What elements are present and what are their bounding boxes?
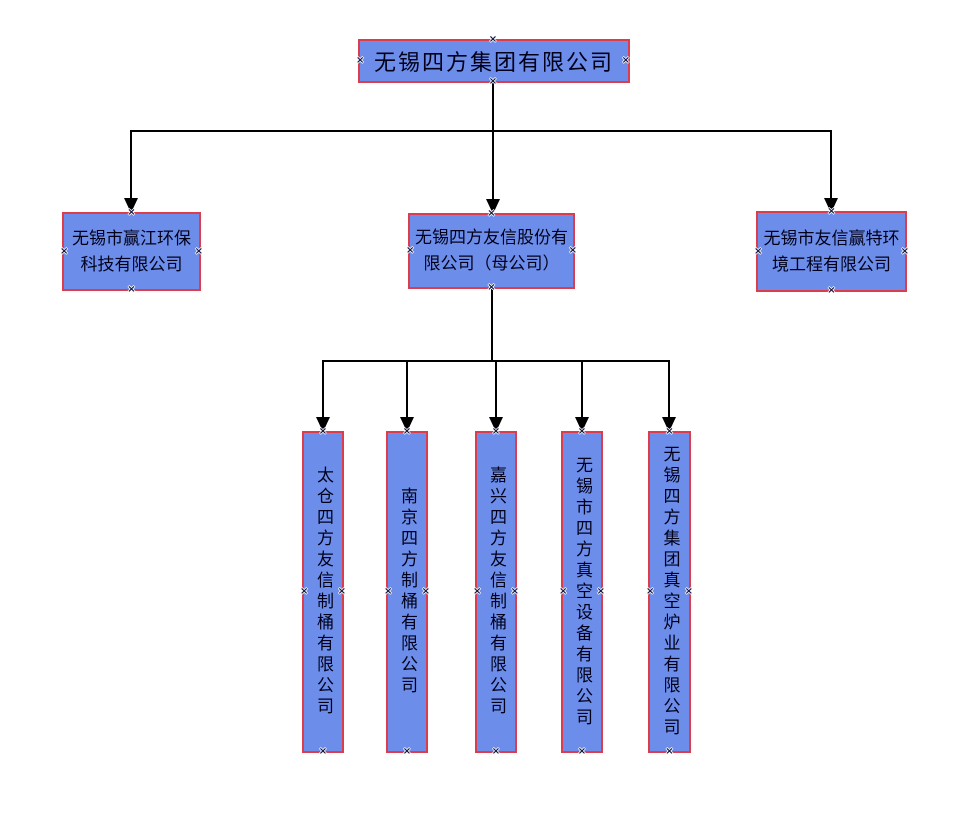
connection-handle-icon: × [402,746,412,757]
connector-drop-sub4[interactable] [581,360,583,418]
connection-handle-icon: × [318,746,328,757]
org-node-label: 太仓四方友信制桶有限公司 [313,466,333,718]
org-node-level3-0[interactable]: 太仓四方友信制桶有限公司 ×××× [300,427,346,757]
connector-level1-horizontal[interactable] [130,130,832,132]
org-node-label: 无锡市赢江环保 科技有限公司 [72,228,191,275]
org-node-level2-1[interactable]: 无锡四方友信股份有 限公司（母公司） ×××× [406,209,577,293]
connector-arrowhead [575,417,589,432]
connector-root-feed[interactable] [492,82,494,199]
org-node-level3-3[interactable]: 无锡市四方真空设备有限公司 ×××× [559,427,605,757]
connector-arrowhead [662,417,676,432]
org-node-level3-4[interactable]: 无锡四方集团真空炉业有限公司 ×××× [646,427,693,757]
org-node-level3-2[interactable]: 嘉兴四方友信制桶有限公司 ×××× [473,427,519,757]
org-node-label: 无锡四方友信股份有 限公司（母公司） [415,228,568,274]
connector-arrowhead [489,417,503,432]
connection-handle-icon: × [577,746,587,757]
org-node-label: 无锡四方集团真空炉业有限公司 [659,445,680,739]
connection-handle-icon: × [754,245,763,257]
connection-handle-icon: × [60,245,69,257]
org-node-level2-2[interactable]: 无锡市友信赢特环 境工程有限公司 ×××× [754,207,909,296]
org-node-label: 南京四方制桶有限公司 [397,487,417,697]
connection-handle-icon: × [900,245,909,257]
connection-handle-icon: × [827,285,836,296]
connector-parent-feed[interactable] [491,289,493,361]
org-node-label: 嘉兴四方友信制桶有限公司 [486,466,506,718]
connector-arrowhead [316,417,330,432]
connection-handle-icon: × [406,245,415,256]
connection-handle-icon: × [356,55,367,66]
connection-handle-icon: × [488,34,500,45]
org-node-label: 无锡市友信赢特环 境工程有限公司 [763,228,900,275]
org-node-root[interactable]: 无锡四方集团有限公司 × × × × [356,35,632,87]
connector-arrowhead [486,199,500,214]
connector-arrowhead [824,198,838,213]
org-node-label: 无锡市四方真空设备有限公司 [572,455,592,729]
org-node-level3-1[interactable]: 南京四方制桶有限公司 ×××× [384,427,430,757]
org-node-label: 无锡四方集团有限公司 [373,51,614,76]
connection-handle-icon: × [127,284,136,295]
connection-handle-icon: × [491,746,501,757]
connector-drop-sub5[interactable] [668,360,670,418]
connector-drop-sub2[interactable] [406,360,408,418]
connector-drop-sub3[interactable] [495,360,497,418]
connector-arrowhead [124,198,138,213]
connector-arrowhead [400,417,414,432]
connector-drop-left[interactable] [130,130,132,198]
connection-handle-icon: × [621,55,632,66]
connection-handle-icon: × [665,746,674,757]
connection-handle-icon: × [194,245,203,257]
connection-handle-icon: × [488,76,500,87]
org-node-level2-0[interactable]: 无锡市赢江环保 科技有限公司 ×××× [60,208,203,295]
connection-handle-icon: × [568,245,577,256]
connector-drop-sub1[interactable] [322,360,324,418]
connector-drop-right[interactable] [830,130,832,198]
